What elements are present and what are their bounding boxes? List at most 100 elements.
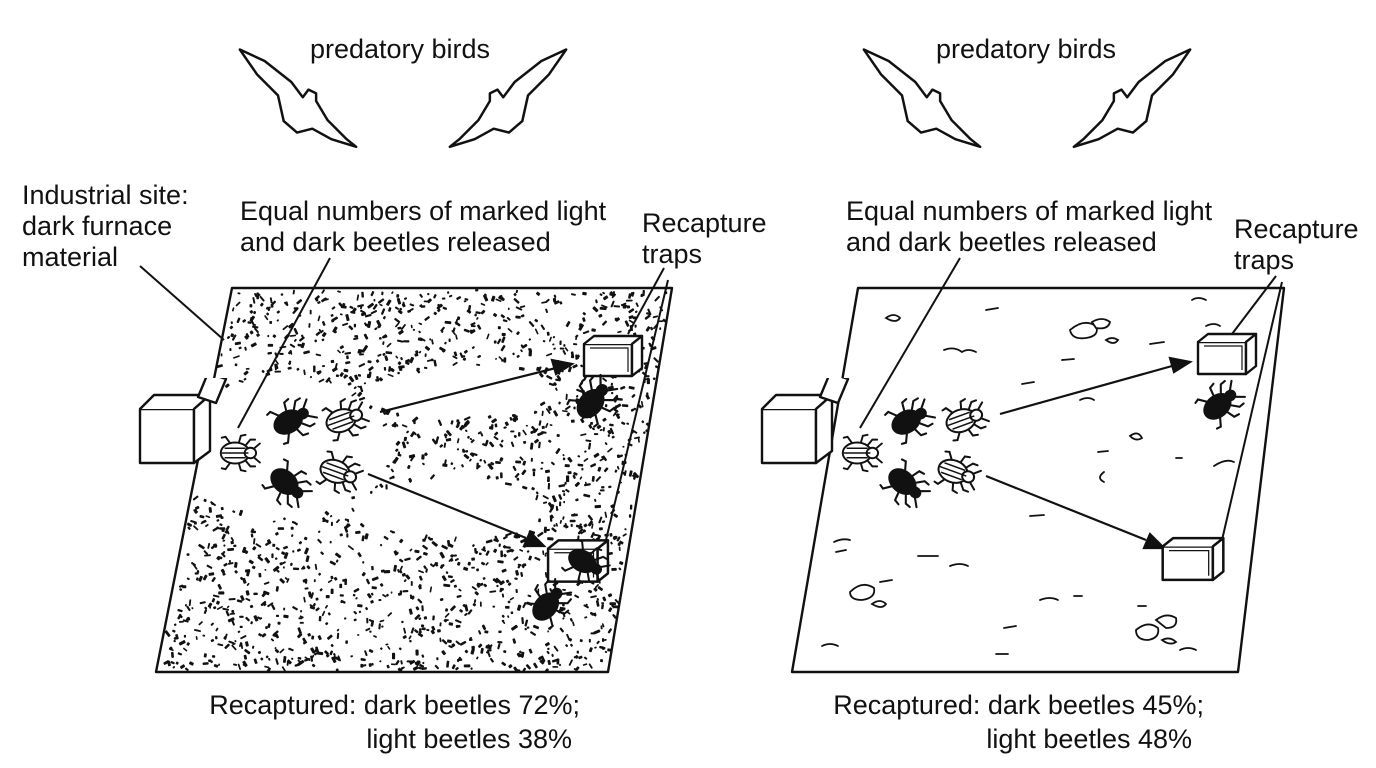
speckle <box>405 574 411 580</box>
speckle <box>240 642 244 649</box>
speckle <box>552 343 555 346</box>
speckle <box>304 581 308 584</box>
speckle <box>304 587 309 590</box>
speckle <box>383 535 389 541</box>
speckle <box>588 442 592 450</box>
speckle <box>248 559 254 565</box>
speckle <box>339 594 344 597</box>
speckle <box>562 617 565 620</box>
speckle <box>416 433 421 439</box>
speckle <box>482 577 486 580</box>
speckle <box>476 656 479 660</box>
speckle <box>299 336 305 342</box>
speckle <box>516 652 521 658</box>
speckle <box>374 327 378 331</box>
speckle <box>193 521 197 525</box>
speckle <box>370 310 378 315</box>
speckle <box>351 392 357 397</box>
speckle <box>391 291 394 294</box>
speckle <box>495 476 499 480</box>
speckle <box>543 526 547 534</box>
speckle <box>345 640 349 644</box>
speckle <box>623 470 627 476</box>
speckle <box>365 533 368 537</box>
speckle <box>519 650 522 654</box>
speckle <box>206 564 213 569</box>
speckle <box>583 458 589 462</box>
speckle <box>221 529 225 532</box>
left-leader-lines <box>139 257 669 541</box>
speckle <box>464 429 468 433</box>
speckle <box>594 584 599 589</box>
speckle <box>405 361 410 365</box>
speckle <box>222 607 230 611</box>
speckle <box>578 323 584 331</box>
speckle <box>307 633 311 637</box>
speckle <box>572 474 576 479</box>
speckle <box>272 543 276 547</box>
speckle <box>466 309 472 314</box>
speckle <box>386 299 392 306</box>
speckle <box>570 643 573 647</box>
speckle <box>463 664 471 668</box>
speckle <box>237 630 241 633</box>
speckle <box>334 552 342 559</box>
speckle <box>371 662 374 666</box>
speckle <box>456 421 461 426</box>
speckle <box>541 410 544 417</box>
speckle <box>582 317 586 322</box>
speckle <box>503 426 507 429</box>
speckle <box>236 317 241 324</box>
speckle <box>602 596 607 602</box>
speckle <box>485 562 489 566</box>
speckle <box>577 463 584 467</box>
speckle <box>414 549 420 554</box>
speckle <box>184 667 189 672</box>
speckle <box>175 661 179 665</box>
speckle <box>540 461 544 464</box>
speckle <box>482 443 488 447</box>
speckle <box>390 591 393 594</box>
speckle <box>353 588 360 593</box>
speckle <box>552 666 559 668</box>
speckle <box>604 404 608 408</box>
speckle <box>329 515 333 518</box>
speckle <box>269 297 273 304</box>
speckle <box>245 590 250 596</box>
speckle <box>570 419 575 423</box>
speckle <box>229 347 232 351</box>
speckle <box>330 575 334 580</box>
speckle <box>434 664 440 670</box>
right-ground <box>790 286 1286 674</box>
speckle <box>392 456 399 464</box>
speckle <box>480 309 486 315</box>
speckle <box>357 634 360 636</box>
speckle <box>276 569 280 573</box>
speckle <box>212 594 220 598</box>
speckle <box>547 630 549 633</box>
speckle <box>607 593 613 598</box>
speckle <box>306 565 311 570</box>
speckle <box>321 338 325 342</box>
speckle <box>417 632 424 638</box>
speckle <box>274 370 281 373</box>
speckle <box>375 379 378 382</box>
speckle <box>567 366 572 373</box>
speckle <box>463 300 467 303</box>
speckle <box>611 435 615 439</box>
speckle <box>424 452 428 457</box>
speckle <box>604 650 608 654</box>
speckle <box>590 463 597 468</box>
speckle <box>530 631 536 636</box>
speckle <box>371 576 379 582</box>
speckle <box>230 321 233 325</box>
speckle <box>513 666 518 672</box>
speckle <box>253 615 259 622</box>
speckle <box>361 664 367 667</box>
speckle <box>422 462 425 466</box>
speckle <box>279 578 285 584</box>
speckle <box>583 523 588 528</box>
speckle <box>418 350 422 354</box>
speckle <box>301 565 305 570</box>
speckle <box>283 517 286 521</box>
